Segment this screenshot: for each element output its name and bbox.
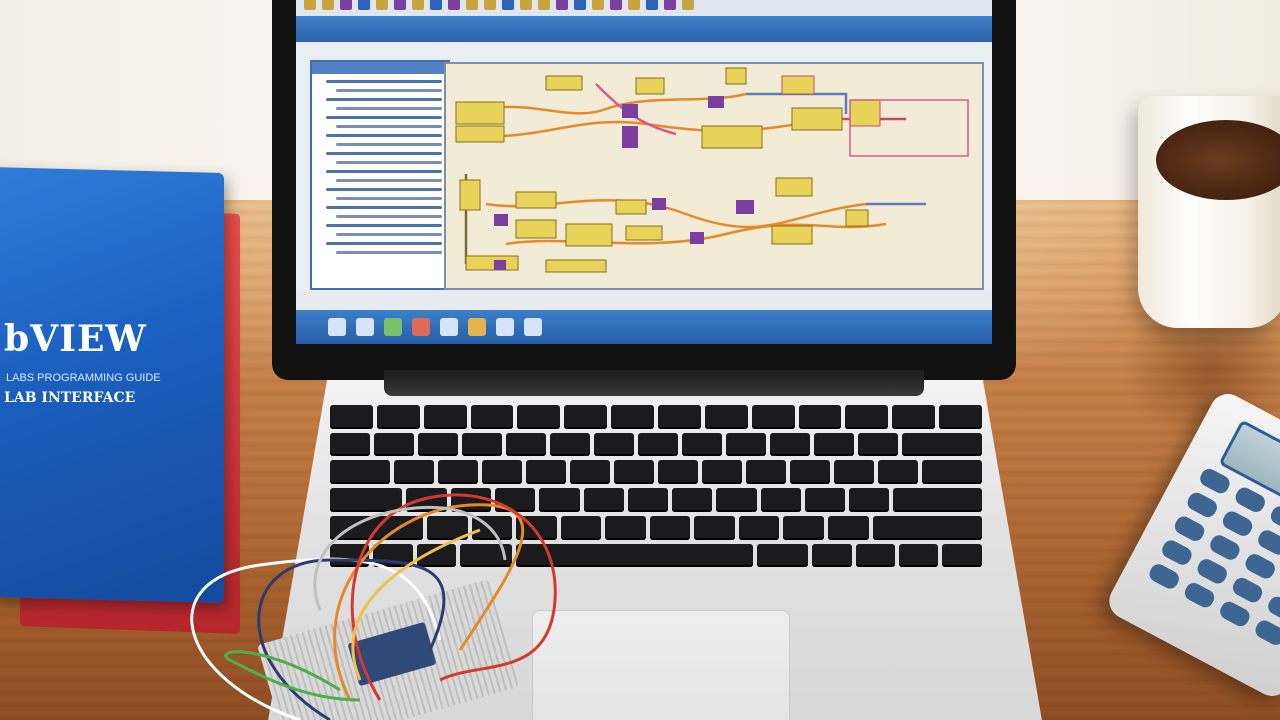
toolbar-icon xyxy=(484,0,496,10)
taskbar-icon xyxy=(496,318,514,336)
trackpad xyxy=(532,610,790,720)
app-status-bar xyxy=(296,290,992,310)
toolbar-icon xyxy=(430,0,442,10)
project-tree-panel xyxy=(310,60,450,290)
app-ribbon xyxy=(296,16,992,42)
taskbar-icon xyxy=(328,318,346,336)
toolbar-icon xyxy=(556,0,568,10)
toolbar-icon xyxy=(466,0,478,10)
toolbar-icon xyxy=(502,0,514,10)
taskbar-icon xyxy=(384,318,402,336)
toolbar-icon xyxy=(520,0,532,10)
toolbar-icon xyxy=(682,0,694,10)
book-title: bVIEW xyxy=(4,318,147,360)
coffee xyxy=(1156,120,1280,200)
toolbar-icon xyxy=(610,0,622,10)
toolbar-icon xyxy=(394,0,406,10)
toolbar-icon xyxy=(304,0,316,10)
laptop-hinge xyxy=(384,370,924,396)
toolbar-icon xyxy=(628,0,640,10)
tree-panel-header xyxy=(312,62,448,74)
app-toolbar xyxy=(296,0,992,16)
toolbar-icon xyxy=(376,0,388,10)
toolbar-icon xyxy=(358,0,370,10)
toolbar-icon xyxy=(664,0,676,10)
taskbar-icon xyxy=(356,318,374,336)
toolbar-icon xyxy=(412,0,424,10)
toolbar-icon xyxy=(574,0,586,10)
toolbar-icon xyxy=(646,0,658,10)
laptop-screen xyxy=(296,0,992,344)
taskbar-icon xyxy=(468,318,486,336)
toolbar-icon xyxy=(592,0,604,10)
taskbar-icon xyxy=(524,318,542,336)
taskbar-icon xyxy=(440,318,458,336)
toolbar-icon xyxy=(340,0,352,10)
book-subtitle: LABS PROGRAMMING GUIDE xyxy=(6,372,161,384)
toolbar-icon xyxy=(538,0,550,10)
os-taskbar xyxy=(296,310,992,344)
toolbar-icon xyxy=(448,0,460,10)
taskbar-icon xyxy=(412,318,430,336)
book-subtitle-2: LAB INTERFACE xyxy=(4,390,136,406)
block-diagram-canvas xyxy=(444,62,984,290)
block-diagram xyxy=(455,67,969,273)
toolbar-icon xyxy=(322,0,334,10)
